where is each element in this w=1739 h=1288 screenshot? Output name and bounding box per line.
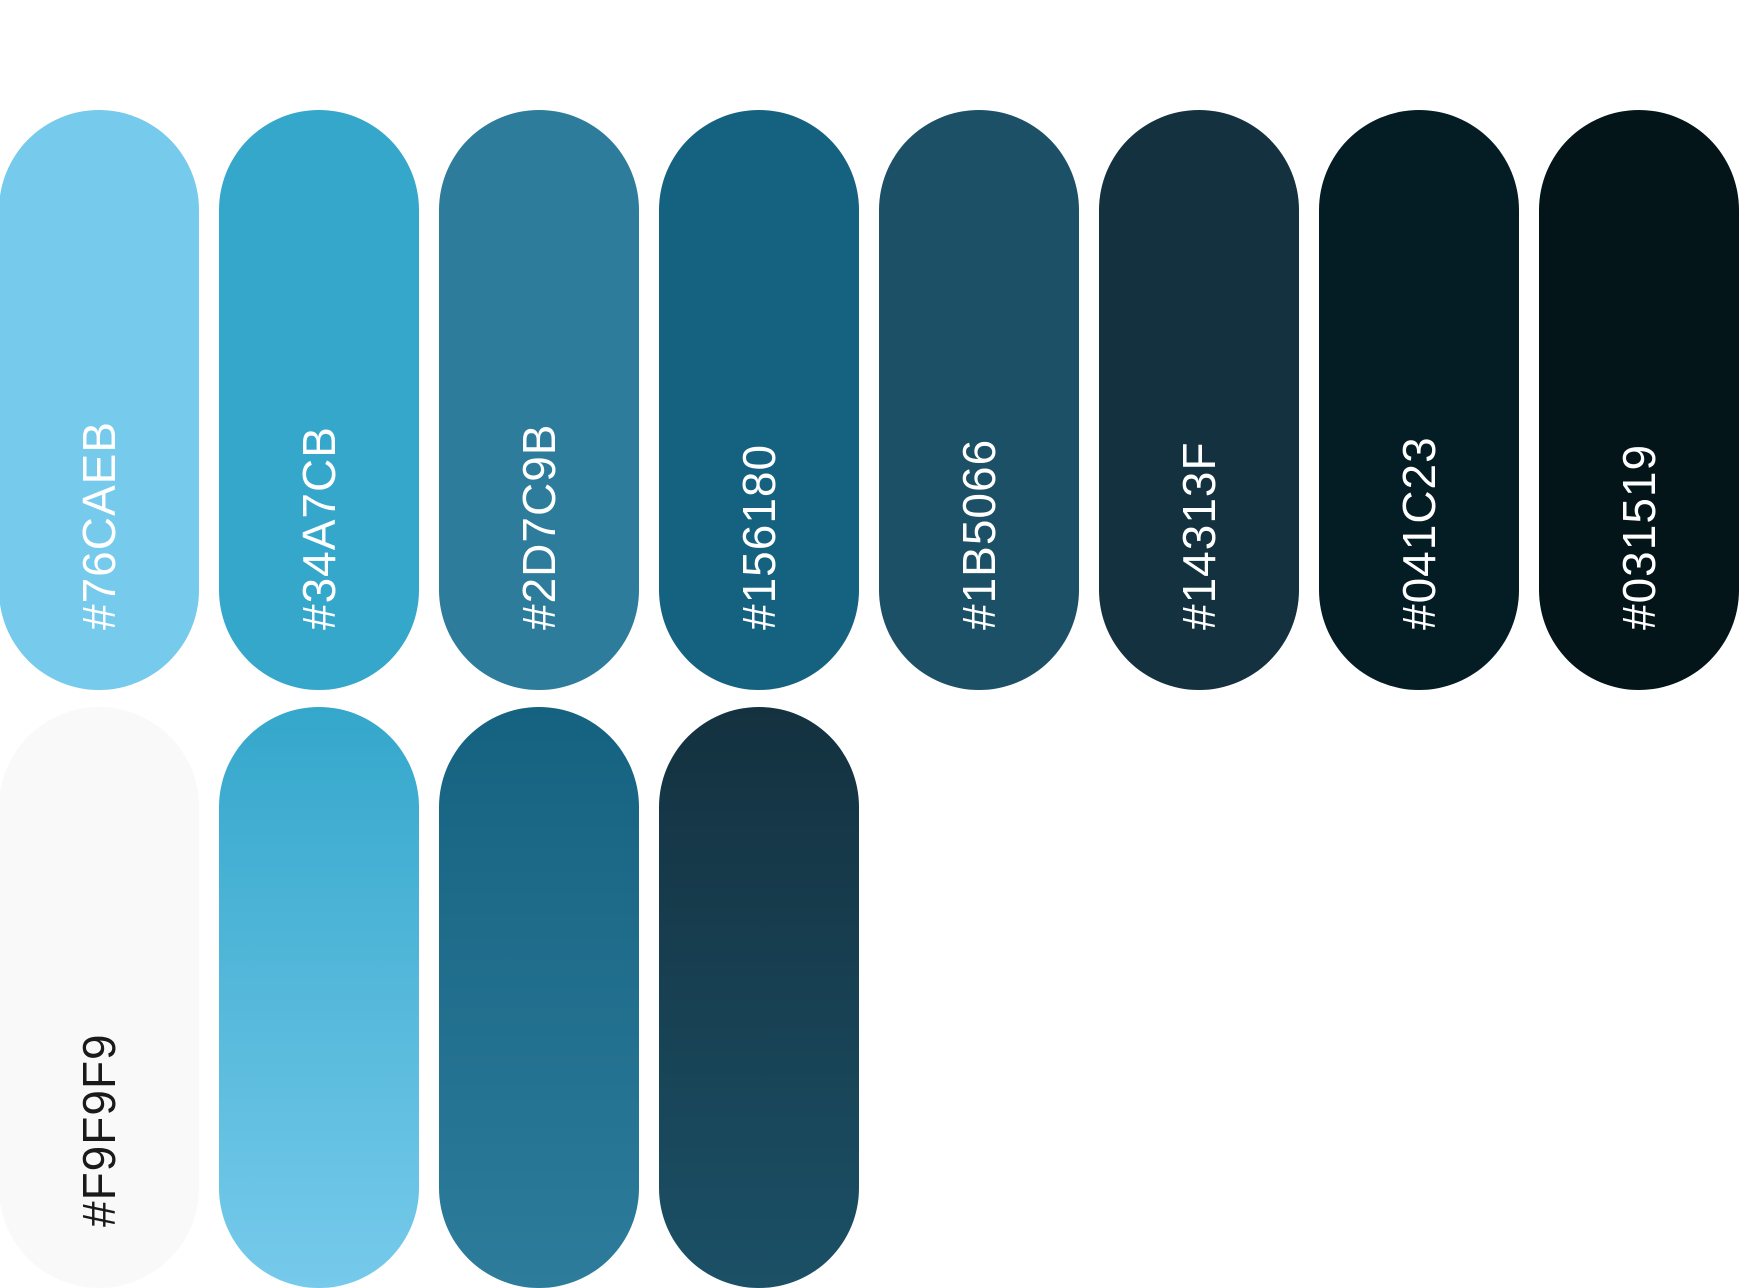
gradient-swatch-light-blue — [219, 707, 419, 1288]
swatch-label: #1B5066 — [953, 438, 1005, 630]
swatch-label: #041C23 — [1393, 436, 1445, 630]
gradient-swatch-mid-blue — [439, 707, 639, 1288]
swatch-label: #34A7CB — [293, 426, 345, 630]
swatch-label: #F9F9F9 — [73, 1033, 125, 1227]
swatch-14313f: #14313F — [1099, 110, 1299, 690]
swatch-label: #2D7C9B — [513, 423, 565, 630]
swatch-156180: #156180 — [659, 110, 859, 690]
swatch-label: #031519 — [1613, 443, 1665, 630]
swatch-label: #14313F — [1173, 441, 1225, 630]
gradient-swatch-dark-blue — [659, 707, 859, 1288]
swatch-1b5066: #1B5066 — [879, 110, 1079, 690]
swatch-label: #156180 — [733, 443, 785, 630]
swatch-031519: #031519 — [1539, 110, 1739, 690]
swatch-76caeb: #76CAEB — [0, 110, 199, 690]
swatch-label: #76CAEB — [73, 420, 125, 630]
swatch-34a7cb: #34A7CB — [219, 110, 419, 690]
swatch-2d7c9b: #2D7C9B — [439, 110, 639, 690]
swatch-f9f9f9: #F9F9F9 — [0, 707, 199, 1288]
swatch-041c23: #041C23 — [1319, 110, 1519, 690]
